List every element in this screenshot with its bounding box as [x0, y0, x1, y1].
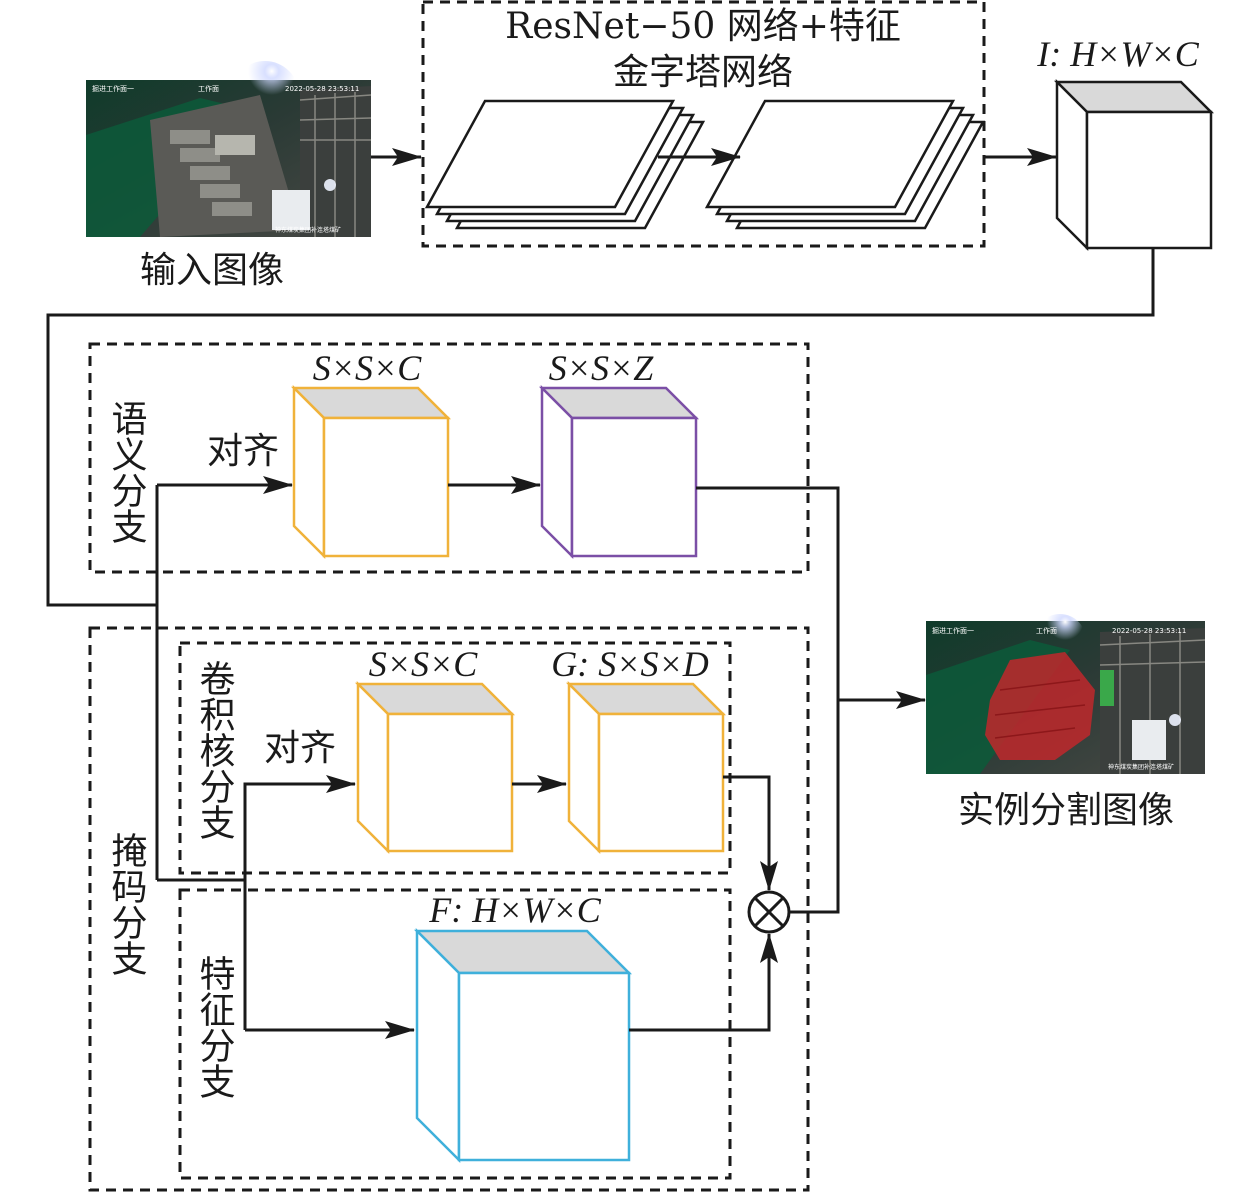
feature-cube-label: F: H×W×C — [428, 890, 602, 930]
output-watermark: 神东煤炭集团补连塔煤矿 — [1108, 763, 1174, 771]
feature-branch-box — [178, 888, 732, 1180]
output-image: 掘进工作面一 工作面 2022-05-28 23:53:11 神东煤炭集团补连塔… — [926, 614, 1206, 774]
instance-mask-green — [1100, 670, 1114, 706]
feature-to-op-arrow — [629, 933, 778, 1032]
kernel-to-op-arrow — [723, 775, 778, 891]
backbone-box — [421, 0, 986, 248]
kernel-align-label: 对齐 — [264, 728, 336, 769]
tensor-i-cube — [1053, 78, 1215, 252]
tensor-i-label: I: H×W×C — [1036, 34, 1200, 74]
semantic-branch-box — [88, 342, 810, 574]
multiply-operator — [747, 890, 791, 934]
input-timestamp: 2022-05-28 23:53:11 — [285, 85, 359, 93]
feature-branch-label: 特征分支 — [194, 955, 235, 1099]
semantic-branch-label: 语义分支 — [106, 400, 147, 544]
feature-map-stack-2 — [704, 99, 986, 230]
input-label: 输入图像 — [140, 250, 284, 291]
kernel-cube1-label: S×S×C — [369, 644, 479, 684]
input-image: 掘进工作面一 工作面 2022-05-28 23:53:11 神东煤炭集团补连塔… — [86, 61, 372, 237]
output-overlay-left: 掘进工作面一 — [932, 626, 974, 635]
semantic-cube2-label: S×S×Z — [549, 348, 655, 388]
feature-map-stack-1 — [424, 99, 706, 230]
input-overlay-left: 掘进工作面一 — [92, 84, 134, 93]
semantic-cube-ssz — [538, 384, 700, 560]
backbone-title-line2: 金字塔网络 — [613, 52, 793, 93]
tensor-feed-line — [46, 248, 1155, 607]
kernel-branch-label: 卷积核分支 — [194, 660, 235, 840]
output-overlay-mid: 工作面 — [1036, 626, 1057, 635]
kernel-cube-g — [565, 680, 727, 855]
kernel-align-arrow — [243, 775, 356, 880]
output-timestamp: 2022-05-28 23:53:11 — [1112, 627, 1186, 635]
mask-branch-label: 掩码分支 — [106, 832, 147, 976]
semantic-cube1-label: S×S×C — [313, 348, 423, 388]
feature-cube-f — [413, 927, 633, 1164]
instance-mask-red — [985, 652, 1095, 760]
mask-branch-box — [88, 626, 810, 1192]
semantic-align-label: 对齐 — [207, 431, 279, 472]
semantic-cube-ssc — [290, 384, 452, 560]
kernel-cube-ssc — [354, 680, 516, 855]
kernel-branch-box — [178, 641, 732, 875]
input-watermark: 神东煤炭集团补连塔煤矿 — [275, 226, 341, 234]
backbone-title-line1: ResNet−50 网络+特征 — [505, 6, 901, 47]
kernel-cube2-label: G: S×S×D — [551, 644, 709, 684]
input-overlay-mid: 工作面 — [198, 84, 219, 93]
output-label: 实例分割图像 — [958, 790, 1174, 831]
